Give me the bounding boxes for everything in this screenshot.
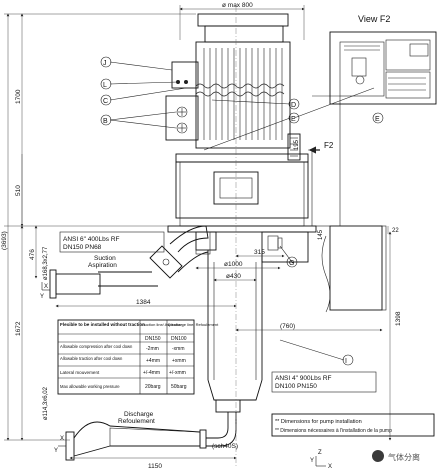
callout-l — [100, 78, 112, 90]
legend-box: ** Dimensions for pump installation ** D… — [271, 413, 435, 437]
motor-assembly — [165, 13, 301, 161]
table-cell: Lateral mouvement — [60, 370, 100, 375]
table-cell: Allowable traction after cool down — [60, 356, 123, 361]
wechat-icon — [372, 450, 384, 462]
ansi-discharge-line1: ANSI 4" 900Lbs RF — [275, 375, 332, 382]
dim-dia-1000: ø1000 — [224, 261, 243, 268]
callout-j-label: J — [103, 60, 107, 67]
dim-1384: 1384 — [136, 299, 151, 306]
table-cell: +4mm — [146, 358, 160, 364]
table-cell: +/-4mm — [143, 370, 160, 376]
ansi-suction-line1: ANSI 6" 400Lbs RF — [63, 236, 120, 243]
table-cell: 50barg — [171, 384, 187, 390]
callouts: J L C B D E E G I — [100, 56, 384, 366]
discharge-label-fr: Refoulement — [118, 418, 155, 425]
axis-x-suction: X — [44, 284, 48, 290]
table-cell: -xmm — [172, 346, 185, 352]
dim-dia-430: ø430 — [226, 273, 241, 280]
dim-315: 315 — [254, 249, 265, 256]
table-cell: +/-xmm — [169, 370, 186, 376]
axis-y-suction: Y — [40, 294, 44, 300]
legend-line1: ** Dimensions for pump installation — [275, 419, 362, 425]
flex-requirements-table: Flexible to be installed without tractio… — [57, 319, 219, 395]
callout-g-label: G — [289, 260, 294, 267]
table-header-desc: Flexible to be installed without tractio… — [60, 322, 145, 327]
dim-195: 195 — [294, 139, 300, 150]
dim-1672: 1672 — [15, 321, 22, 336]
table-cell: Max allowable working pressure — [60, 384, 120, 389]
view-f2-panel: View F2 — [329, 14, 437, 105]
motor-cooling-fins — [203, 48, 283, 140]
arrow-f2-label: F2 — [324, 141, 334, 150]
dim-1150: 1150 — [148, 463, 162, 470]
junction-box — [308, 95, 387, 313]
dim-dia-168: ø168,3x2,77 — [43, 246, 49, 280]
legend-line2: ** Dimensions nécessaires à l'installati… — [275, 428, 392, 434]
dim-510: 510 — [15, 185, 22, 196]
table-cell: 20barg — [145, 384, 161, 390]
dim-top-width: ø max 800 — [222, 2, 253, 9]
coupling-housing — [175, 153, 309, 227]
dimension-lines — [4, 5, 392, 466]
view-f2-title: View F2 — [358, 14, 390, 24]
table-cell: Allowable compression after cool down — [60, 344, 133, 349]
watermark-text: 气体分离 — [388, 452, 420, 462]
table-cell: DN150 — [145, 336, 161, 342]
table-header-suction: Suction line/ Aspiration — [142, 322, 182, 327]
axis-y-bottom: Y — [310, 458, 314, 464]
discharge-label-en: Discharge — [124, 411, 154, 418]
table-cell: DN100 — [171, 336, 187, 342]
callout-b — [100, 114, 112, 126]
callout-c — [100, 94, 112, 106]
callout-d-label: D — [291, 102, 296, 109]
callout-j — [100, 56, 112, 68]
callout-e — [288, 112, 300, 124]
dim-1700: 1700 — [15, 89, 22, 104]
watermark: 气体分离 — [372, 450, 420, 462]
callout-e2-label: E — [375, 116, 380, 123]
callout-e-label: E — [291, 116, 296, 123]
dim-760: (760) — [280, 323, 295, 330]
callout-i-label: I — [345, 358, 347, 365]
pump-head — [167, 225, 317, 263]
discharge-line — [65, 421, 207, 461]
callout-e2 — [372, 112, 384, 124]
axis-z-bottom: Z — [318, 450, 322, 456]
suction-label-fr: Aspiration — [88, 262, 117, 269]
suction-line — [49, 225, 211, 299]
callout-d — [288, 98, 300, 110]
axis-x-discharge: X — [60, 436, 64, 442]
table-cell: +xmm — [172, 358, 186, 364]
table-header-discharge: Discharge line/ Refoulement — [168, 322, 219, 327]
dim-dia-114: ø114,3x6,02 — [43, 386, 49, 420]
callout-g — [286, 256, 298, 268]
axis-markers: X Y X Y Y X Z — [40, 282, 332, 470]
dim-476: 476 — [29, 249, 36, 260]
dim-145: 145 — [318, 229, 324, 240]
suction-label-en: Suction — [94, 255, 116, 262]
ansi-suction-line2: DN150 PN68 — [63, 244, 102, 251]
ansi-discharge-line2: DN100 PN150 — [275, 383, 317, 390]
table-cell: -2mm — [146, 346, 159, 352]
dim-1398: 1398 — [395, 311, 402, 326]
callout-b-label: B — [103, 118, 108, 125]
dim-22: 22 — [392, 228, 399, 234]
callout-c-label: C — [103, 98, 108, 105]
callout-l-label: L — [103, 82, 107, 89]
callout-i — [342, 354, 354, 366]
dim-sch40s: (sch40S) — [212, 443, 238, 450]
pump-barrel — [206, 250, 263, 447]
axis-x-bottom: X — [328, 464, 332, 470]
dim-3693: (3693) — [1, 231, 8, 250]
axis-y-discharge: Y — [54, 448, 58, 454]
